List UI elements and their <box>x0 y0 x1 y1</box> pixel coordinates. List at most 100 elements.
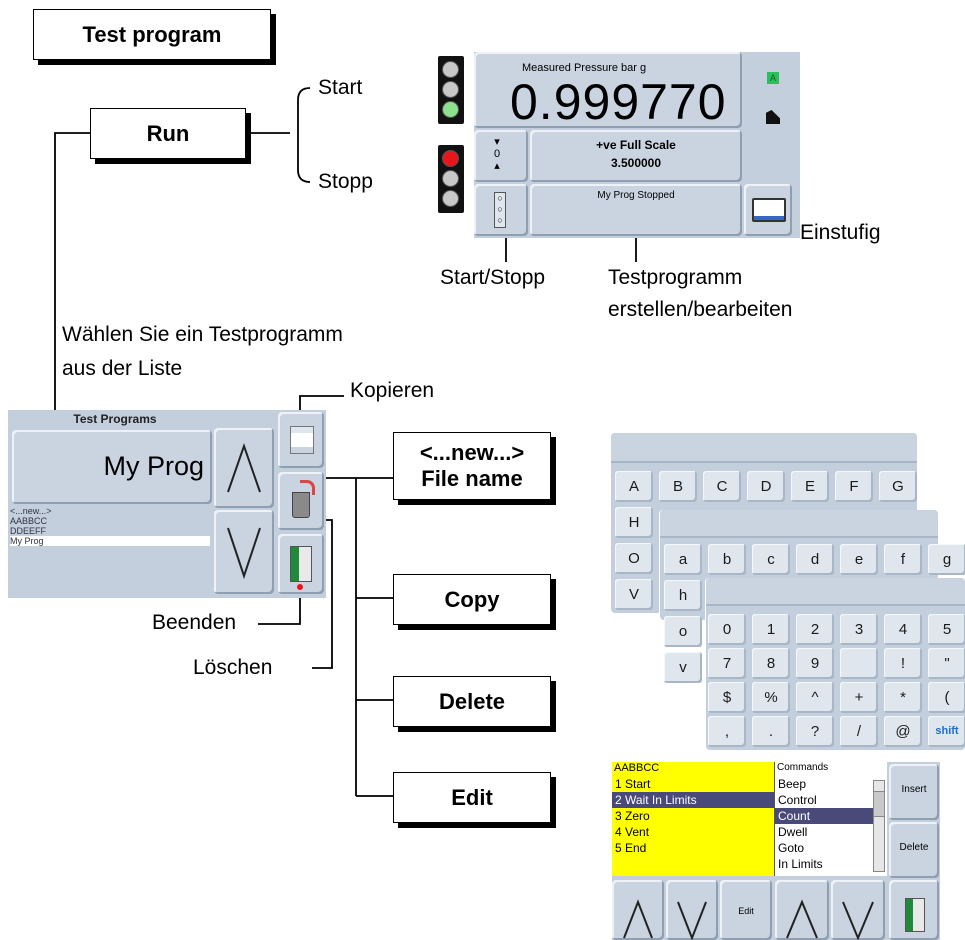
key-lower[interactable]: h <box>664 580 702 611</box>
key-lower[interactable]: g <box>928 544 965 575</box>
key-symbol[interactable]: ? <box>796 716 834 747</box>
tare-button[interactable]: ▾0▴ <box>474 130 528 182</box>
key-symbol[interactable]: * <box>884 682 922 713</box>
list-item[interactable]: My Prog <box>10 536 210 546</box>
create-edit-program-button[interactable] <box>530 184 742 236</box>
insert-label: Insert <box>901 784 927 795</box>
key-symbol[interactable]: 0 <box>708 614 746 645</box>
key-upper[interactable]: O <box>615 543 653 574</box>
list-item[interactable]: DDEEFF <box>10 526 46 536</box>
editor-exit-button[interactable] <box>889 880 939 940</box>
start-stop-button[interactable]: ○○○ <box>474 184 528 236</box>
key-upper[interactable]: H <box>615 507 653 538</box>
measured-pressure-label: Measured Pressure bar g <box>522 62 647 74</box>
text-entry-field[interactable] <box>611 433 917 463</box>
editor-down-button[interactable] <box>666 880 718 940</box>
key-upper[interactable]: V <box>615 579 653 610</box>
key-lower[interactable]: a <box>664 544 702 575</box>
screen-header: Test Programs <box>73 412 157 426</box>
key-upper[interactable]: B <box>659 471 697 502</box>
key-upper[interactable]: D <box>747 471 785 502</box>
key-symbol[interactable]: , <box>708 716 746 747</box>
delete-button[interactable] <box>278 472 324 530</box>
key-symbol[interactable]: 7 <box>708 648 746 679</box>
command-item[interactable]: Goto <box>778 841 805 855</box>
program-step[interactable]: 5 End <box>615 841 647 855</box>
mini-traffic-light-icon: ○○○ <box>494 192 506 228</box>
command-item[interactable]: Dwell <box>778 825 808 839</box>
copy-box[interactable]: Copy <box>393 574 551 625</box>
command-item[interactable]: In Limits <box>778 857 823 871</box>
key-upper[interactable]: A <box>615 471 653 502</box>
key-symbol[interactable]: 5 <box>928 614 965 645</box>
selected-program-button[interactable]: My Prog <box>12 430 212 504</box>
exit-button[interactable] <box>278 534 324 594</box>
key-upper[interactable]: G <box>879 471 917 502</box>
key-symbol[interactable]: 8 <box>752 648 790 679</box>
run-box[interactable]: Run <box>90 108 246 159</box>
key-symbol[interactable]: ^ <box>796 682 834 713</box>
key-symbol[interactable]: 4 <box>884 614 922 645</box>
key-symbol[interactable]: ( <box>928 682 965 713</box>
editor-up-button[interactable] <box>612 880 664 940</box>
list-item[interactable]: AABBCC <box>10 516 48 526</box>
key-symbol[interactable]: 9 <box>796 648 834 679</box>
copy-button[interactable] <box>278 412 324 468</box>
insert-button[interactable]: Insert <box>889 764 939 820</box>
key-symbol[interactable]: / <box>840 716 878 747</box>
stopp-label: Stopp <box>318 170 373 193</box>
command-item[interactable]: Beep <box>778 777 807 791</box>
key-symbol[interactable]: shift <box>928 716 965 747</box>
editor-delete-button[interactable]: Delete <box>889 822 939 878</box>
key-lower[interactable]: v <box>664 652 702 683</box>
program-step[interactable]: 4 Vent <box>615 825 650 839</box>
key-symbol[interactable]: . <box>752 716 790 747</box>
editor-edit-label: Edit <box>738 906 754 916</box>
key-symbol[interactable] <box>840 648 878 679</box>
key-symbol[interactable]: + <box>840 682 878 713</box>
key-lower[interactable]: f <box>884 544 922 575</box>
program-step[interactable]: 2 Wait In Limits <box>612 792 774 808</box>
delete-box[interactable]: Delete <box>393 676 551 727</box>
edit-box[interactable]: Edit <box>393 772 551 823</box>
key-symbol[interactable]: 1 <box>752 614 790 645</box>
list-item[interactable]: <...new...> <box>10 506 52 516</box>
command-item[interactable]: Control <box>778 793 817 807</box>
key-lower[interactable]: c <box>752 544 790 575</box>
key-symbol[interactable]: % <box>752 682 790 713</box>
editor-edit-button[interactable]: Edit <box>720 880 772 940</box>
key-lower[interactable]: e <box>840 544 878 575</box>
key-lower[interactable]: b <box>708 544 746 575</box>
key-symbol[interactable]: 3 <box>840 614 878 645</box>
loeschen-label: Löschen <box>193 656 273 679</box>
program-step[interactable]: 1 Start <box>615 777 651 791</box>
single-step-button[interactable] <box>744 184 792 236</box>
traffic-light-green <box>438 56 464 124</box>
key-symbol[interactable]: ! <box>884 648 922 679</box>
scroll-down-button[interactable] <box>214 510 274 594</box>
down-chevron-icon <box>677 901 707 940</box>
key-symbol[interactable]: @ <box>884 716 922 747</box>
commands-scrollbar[interactable] <box>873 780 885 872</box>
start-label: Start <box>318 76 363 99</box>
key-symbol[interactable]: $ <box>708 682 746 713</box>
start-stopp-label: Start/Stopp <box>440 266 546 289</box>
key-upper[interactable]: C <box>703 471 741 502</box>
key-upper[interactable]: F <box>835 471 873 502</box>
key-lower[interactable]: o <box>664 616 702 647</box>
exit-door-icon <box>290 546 312 582</box>
program-step[interactable]: 3 Zero <box>615 809 650 823</box>
new-file-box[interactable]: <...new...> File name <box>393 432 551 500</box>
scroll-up-button[interactable] <box>214 428 274 508</box>
commands-down-button[interactable] <box>831 880 885 940</box>
new-file-line2: File name <box>421 466 523 491</box>
key-lower[interactable]: d <box>796 544 834 575</box>
commands-up-button[interactable] <box>775 880 829 940</box>
program-list[interactable]: <...new...> AABBCC DDEEFF My Prog <box>10 506 210 546</box>
down-chevron-icon <box>227 527 261 580</box>
command-item[interactable]: Count <box>775 808 873 824</box>
key-upper[interactable]: E <box>791 471 829 502</box>
key-symbol[interactable]: 2 <box>796 614 834 645</box>
fullscale-value: 3.500000 <box>610 156 662 170</box>
key-symbol[interactable]: " <box>928 648 965 679</box>
